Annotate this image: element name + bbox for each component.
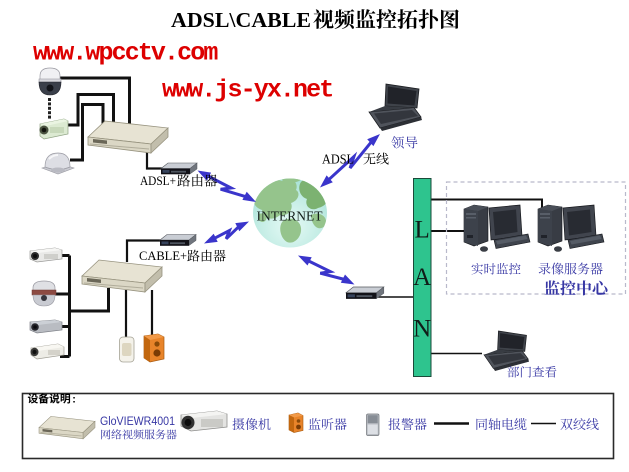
svg-text:www.js-yx.net: www.js-yx.net [162, 76, 332, 105]
svg-text:INTERNET: INTERNET [257, 210, 323, 225]
svg-text:ADSL: ADSL [322, 152, 354, 167]
svg-text::: : [72, 394, 76, 406]
svg-text:L: L [415, 217, 430, 244]
svg-text:GloVIEWR4001: GloVIEWR4001 [100, 416, 175, 428]
svg-text:www.wpcctv.com: www.wpcctv.com [33, 39, 218, 68]
svg-text:ADSL\CABLE: ADSL\CABLE [171, 8, 311, 32]
svg-text:CABLE+: CABLE+ [139, 249, 187, 263]
svg-text:ADSL+: ADSL+ [140, 173, 176, 188]
svg-text:A: A [413, 264, 431, 291]
svg-text:N: N [413, 316, 431, 343]
